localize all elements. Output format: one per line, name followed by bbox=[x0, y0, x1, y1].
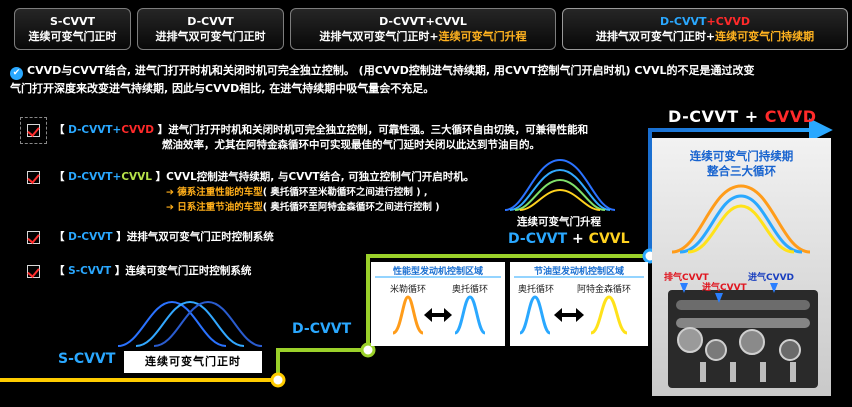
tab-s-cvvt-subtitle: 连续可变气门正时 bbox=[28, 30, 117, 43]
feature-cvvd-tag-a: D-CVVT+ bbox=[68, 124, 122, 136]
cvvd-caption: 连续可变气门持续期 整合三大循环 bbox=[652, 149, 831, 179]
checkbox-icon-1[interactable] bbox=[27, 124, 40, 137]
feature-cvvl-sub-2-a: ➔ 日系注重节油的车型 bbox=[166, 202, 263, 213]
cvvd-caption-1: 连续可变气门持续期 bbox=[689, 149, 794, 163]
intro-paragraph: ✔ CVVD与CVVT结合, 进气门打开时机和关闭时机可完全独立控制。 (用CVV… bbox=[10, 62, 852, 97]
performance-zone-title: 性能型发动机控制区域 bbox=[392, 267, 483, 277]
cycle-curves bbox=[392, 295, 628, 335]
engine-label-intake-cvvt: 进气CVVT bbox=[702, 283, 747, 293]
cvvl-heading-b: + bbox=[567, 231, 589, 247]
feature-cvvl-sub-1-a: ➔ 德系注重性能的车型 bbox=[166, 187, 263, 198]
checkbox-icon-4[interactable] bbox=[27, 265, 40, 278]
intro-line-1-text: CVVD与CVVT结合, 进气门打开时机和关闭时机可完全独立控制。 (用CVVD… bbox=[27, 64, 755, 77]
tab-cvvl-subtitle: 进排气双可变气门正时+连续可变气门升程 bbox=[291, 29, 555, 44]
tab-cvvd-subtitle-a: 进排气双可变气门正时+ bbox=[595, 30, 716, 43]
perf-cycle-1: 米勒循环 bbox=[390, 285, 427, 295]
tab-d-cvvt[interactable]: D-CVVT 进排气双可变气门正时 bbox=[137, 8, 284, 50]
eco-cycle-2: 阿特金森循环 bbox=[577, 285, 632, 295]
feature-d-cvvt-tag: D-CVVT bbox=[68, 231, 113, 243]
eco-cycle-1: 奥托循环 bbox=[518, 285, 555, 295]
engine-label-intake-cvvd: 进气CVVD bbox=[748, 273, 795, 283]
tab-cvvd-subtitle-b: 连续可变气门持续期 bbox=[715, 30, 815, 43]
s-cvvt-heading: S-CVVT bbox=[58, 351, 116, 367]
step-node-2 bbox=[360, 342, 376, 358]
perf-cycle-2: 奥托循环 bbox=[452, 285, 489, 295]
step-line-cvvd bbox=[648, 118, 833, 256]
cvvd-heading: D-CVVT + CVVD bbox=[668, 107, 816, 126]
engine-label-exhaust-cvvt: 排气CVVT bbox=[664, 273, 709, 283]
feature-item-s-cvvt: 【 S-CVVT 】连续可变气门正时控制系统 bbox=[54, 265, 252, 277]
d-cvvt-heading: D-CVVT bbox=[292, 321, 352, 337]
double-arrow-icon bbox=[424, 308, 452, 322]
feature-item-cvvl: 【 D-CVVT+CVVL 】CVVL控制进气持续期, 与CVVT结合, 可独立… bbox=[54, 170, 524, 215]
feature-cvvd-line-1: 【 D-CVVT+CVVD 】进气门打开时机和关闭时机可完全独立控制，可靠性强。… bbox=[54, 124, 589, 136]
tab-cvvd-title-a: D-CVVT bbox=[660, 15, 707, 28]
s-cvvt-valve-curves bbox=[117, 300, 263, 347]
feature-cvvd-text-1: 进气门打开时机和关闭时机可完全独立控制，可靠性强。三大循环自由切换，可兼得性能和 bbox=[168, 124, 589, 136]
engine-valvetrain-image bbox=[668, 290, 818, 388]
step-node-1 bbox=[270, 372, 286, 388]
checkbox-icon-3[interactable] bbox=[27, 231, 40, 244]
tab-d-cvvt-cvvl[interactable]: D-CVVT+CVVL 进排气双可变气门正时+连续可变气门升程 bbox=[290, 8, 556, 50]
feature-cvvl-tag-a: D-CVVT+ bbox=[68, 171, 122, 183]
feature-cvvl-text: CVVL控制进气持续期, 与CVVT结合, 可独立控制气门开启时机。 bbox=[166, 171, 475, 183]
intro-line-1: ✔ CVVD与CVVT结合, 进气门打开时机和关闭时机可完全独立控制。 (用CVV… bbox=[10, 62, 852, 80]
tab-d-cvvt-cvvd[interactable]: D-CVVT+CVVD 进排气双可变气门正时+连续可变气门持续期 bbox=[562, 8, 848, 50]
s-cvvt-caption: 连续可变气门正时 bbox=[124, 351, 262, 373]
cvvl-heading-a: D-CVVT bbox=[508, 231, 568, 247]
feature-d-cvvt-text: 进排气双可变气门正时控制系统 bbox=[126, 231, 274, 243]
cvvd-caption-2: 整合三大循环 bbox=[707, 164, 776, 178]
tab-cvvl-subtitle-a: 进排气双可变气门正时+ bbox=[319, 30, 439, 43]
feature-s-cvvt-tag: S-CVVT bbox=[68, 265, 112, 277]
cvvl-heading-c: CVVL bbox=[588, 231, 630, 247]
intro-line-2: 气门打开深度来改变进气持续期, 因此与CVVD相比, 在进气持续期中吸气量会不充… bbox=[10, 82, 435, 95]
feature-cvvl-sub-2-b: ( 奥托循环至阿特金森循环之间进行控制 ) bbox=[262, 202, 440, 213]
feature-item-cvvd: 【 D-CVVT+CVVD 】进气门打开时机和关闭时机可完全独立控制，可靠性强。… bbox=[54, 123, 634, 153]
evolution-tabs: S-CVVT 连续可变气门正时 D-CVVT 进排气双可变气门正时 D-CVVT… bbox=[0, 0, 852, 52]
feature-item-d-cvvt: 【 D-CVVT 】进排气双可变气门正时控制系统 bbox=[54, 231, 274, 243]
cvvd-heading-a: D-CVVT bbox=[668, 107, 739, 126]
step-line-cvvl bbox=[366, 254, 650, 350]
tab-cvvd-subtitle: 进排气双可变气门正时+连续可变气门持续期 bbox=[563, 29, 847, 44]
tab-cvvd-title: D-CVVT+CVVD bbox=[563, 14, 847, 29]
feature-cvvl-sub-1-b: ( 奥托循环至米勒循环之间进行控制 ) , bbox=[262, 187, 428, 198]
tab-d-cvvt-subtitle: 进排气双可变气门正时 bbox=[155, 30, 266, 43]
cvvl-heading: D-CVVT + CVVL bbox=[508, 231, 630, 247]
economy-zone-title: 节油型发动机控制区域 bbox=[533, 267, 624, 277]
feature-cvvl-line-1: 【 D-CVVT+CVVL 】CVVL控制进气持续期, 与CVVT结合, 可独立… bbox=[54, 171, 475, 183]
double-arrow-icon-2 bbox=[554, 308, 584, 322]
cvvd-duration-curves bbox=[671, 184, 811, 254]
cvvl-lift-curves bbox=[504, 158, 616, 211]
feature-cvvd-text-2: 燃油效率，尤其在阿特金森循环中可实现最佳的气门延时关闭以此达到节油目的。 bbox=[162, 139, 540, 151]
cvvd-heading-c: CVVD bbox=[764, 107, 817, 126]
selected-item-frame bbox=[20, 117, 47, 144]
tab-s-cvvt-title: S-CVVT bbox=[49, 15, 96, 28]
checkbox-icon-2[interactable] bbox=[27, 171, 40, 184]
feature-s-cvvt-text: 连续可变气门正时控制系统 bbox=[125, 265, 252, 277]
engine-pointer-arrows bbox=[680, 283, 778, 303]
feature-cvvl-sub-2: ➔ 日系注重节油的车型( 奥托循环至阿特金森循环之间进行控制 ) bbox=[54, 200, 524, 215]
tab-cvvd-title-b: +CVVD bbox=[706, 15, 750, 28]
tab-cvvl-title: D-CVVT+CVVL bbox=[379, 15, 467, 28]
tab-d-cvvt-title: D-CVVT bbox=[187, 15, 234, 28]
tab-s-cvvt[interactable]: S-CVVT 连续可变气门正时 bbox=[14, 8, 131, 50]
step-line-d-cvvt bbox=[276, 348, 368, 380]
feature-cvvl-sub-1: ➔ 德系注重性能的车型( 奥托循环至米勒循环之间进行控制 ) , bbox=[54, 185, 524, 200]
tab-cvvl-subtitle-b: 连续可变气门升程 bbox=[438, 30, 527, 43]
cvvl-caption: 连续可变气门升程 bbox=[517, 216, 601, 228]
feature-cvvl-tag-b: CVVL bbox=[121, 171, 152, 183]
feature-cvvd-tag-b: CVVD bbox=[121, 124, 155, 136]
check-circle-icon: ✔ bbox=[10, 67, 23, 80]
cvvd-heading-b: + bbox=[738, 107, 765, 126]
